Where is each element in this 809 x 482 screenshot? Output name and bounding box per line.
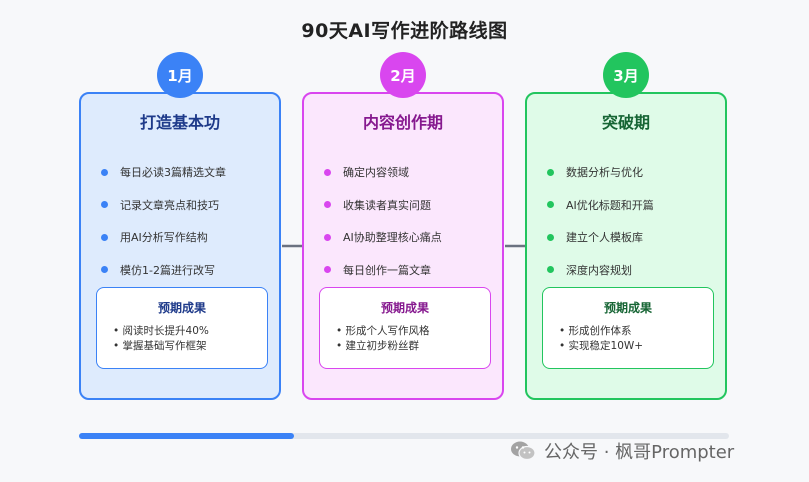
bullet-dot-icon bbox=[324, 168, 331, 176]
result-list: • 形成个人写作风格 • 建立初步粉丝群 bbox=[336, 324, 490, 354]
task-text: 建立个人模板库 bbox=[566, 231, 643, 245]
result-item: • 形成创作体系 bbox=[559, 325, 632, 337]
bullet-dot-icon bbox=[547, 233, 554, 241]
task-list: 每日必读3篇精选文章 记录文章亮点和技巧 用AI分析写作结构 模仿1-2篇进行改… bbox=[101, 156, 226, 286]
task-text: 深度内容规划 bbox=[566, 263, 632, 277]
task-item: 用AI分析写作结构 bbox=[101, 221, 226, 254]
task-item: 确定内容领域 bbox=[324, 156, 442, 189]
watermark-text: 公众号 · 枫哥Prompter bbox=[544, 442, 735, 463]
task-text: AI协助整理核心痛点 bbox=[343, 231, 442, 245]
bullet-dot-icon bbox=[324, 266, 331, 274]
result-item: • 阅读时长提升40% bbox=[113, 325, 209, 337]
bullet-dot-icon bbox=[547, 266, 554, 274]
result-item: • 形成个人写作风格 bbox=[336, 325, 430, 337]
bullet-dot-icon bbox=[547, 168, 554, 176]
page-title: 90天AI写作进阶路线图 bbox=[301, 20, 508, 42]
task-text: 模仿1-2篇进行改写 bbox=[120, 263, 215, 277]
task-item: 每日必读3篇精选文章 bbox=[101, 156, 226, 189]
task-text: 记录文章亮点和技巧 bbox=[120, 198, 219, 212]
month-badge-2: 2月 bbox=[380, 52, 426, 98]
watermark: 公众号 · 枫哥Prompter bbox=[510, 440, 735, 463]
task-list: 数据分析与优化 AI优化标题和开篇 建立个人模板库 深度内容规划 bbox=[547, 156, 654, 286]
phase-card-1: 打造基本功 每日必读3篇精选文章 记录文章亮点和技巧 用AI分析写作结构 模仿1… bbox=[79, 92, 281, 400]
progress-fill bbox=[79, 433, 294, 439]
task-item: 深度内容规划 bbox=[547, 254, 654, 287]
task-item: 每日创作一篇文章 bbox=[324, 254, 442, 287]
task-item: AI协助整理核心痛点 bbox=[324, 221, 442, 254]
expected-results-box: 预期成果 • 阅读时长提升40% • 掌握基础写作框架 bbox=[96, 287, 268, 369]
expected-results-box: 预期成果 • 形成创作体系 • 实现稳定10W+ bbox=[542, 287, 714, 369]
task-text: 用AI分析写作结构 bbox=[120, 231, 208, 245]
task-text: 每日创作一篇文章 bbox=[343, 263, 431, 277]
bullet-dot-icon bbox=[547, 201, 554, 209]
phase-title: 打造基本功 bbox=[139, 113, 220, 132]
bullet-dot-icon bbox=[101, 233, 108, 241]
task-text: AI优化标题和开篇 bbox=[566, 198, 654, 212]
task-text: 确定内容领域 bbox=[343, 166, 409, 180]
bullet-dot-icon bbox=[324, 233, 331, 241]
bullet-dot-icon bbox=[101, 201, 108, 209]
task-item: 数据分析与优化 bbox=[547, 156, 654, 189]
task-item: 模仿1-2篇进行改写 bbox=[101, 254, 226, 287]
bullet-dot-icon bbox=[324, 201, 331, 209]
task-text: 数据分析与优化 bbox=[566, 166, 643, 180]
phase-title: 突破期 bbox=[601, 113, 650, 132]
result-list: • 形成创作体系 • 实现稳定10W+ bbox=[559, 324, 713, 354]
result-title: 预期成果 bbox=[603, 301, 652, 315]
task-item: AI优化标题和开篇 bbox=[547, 189, 654, 222]
task-item: 记录文章亮点和技巧 bbox=[101, 189, 226, 222]
task-text: 每日必读3篇精选文章 bbox=[120, 166, 226, 180]
result-item: • 实现稳定10W+ bbox=[559, 340, 644, 352]
task-text: 收集读者真实问题 bbox=[343, 198, 431, 212]
task-item: 建立个人模板库 bbox=[547, 221, 654, 254]
progress-bar bbox=[79, 433, 729, 439]
expected-results-box: 预期成果 • 形成个人写作风格 • 建立初步粉丝群 bbox=[319, 287, 491, 369]
month-badge-3: 3月 bbox=[603, 52, 649, 98]
result-title: 预期成果 bbox=[157, 301, 206, 315]
phase-card-2: 内容创作期 确定内容领域 收集读者真实问题 AI协助整理核心痛点 每日创作一篇文… bbox=[302, 92, 504, 400]
task-list: 确定内容领域 收集读者真实问题 AI协助整理核心痛点 每日创作一篇文章 bbox=[324, 156, 442, 286]
bullet-dot-icon bbox=[101, 266, 108, 274]
result-list: • 阅读时长提升40% • 掌握基础写作框架 bbox=[113, 324, 267, 354]
month-badge-1: 1月 bbox=[157, 52, 203, 98]
bullet-dot-icon bbox=[101, 168, 108, 176]
result-item: • 建立初步粉丝群 bbox=[336, 340, 420, 352]
result-item: • 掌握基础写作框架 bbox=[113, 340, 207, 352]
result-title: 预期成果 bbox=[380, 301, 429, 315]
wechat-icon bbox=[511, 441, 536, 461]
phase-title: 内容创作期 bbox=[362, 113, 443, 132]
task-item: 收集读者真实问题 bbox=[324, 189, 442, 222]
phase-card-3: 突破期 数据分析与优化 AI优化标题和开篇 建立个人模板库 深度内容规划 预期成… bbox=[525, 92, 727, 400]
